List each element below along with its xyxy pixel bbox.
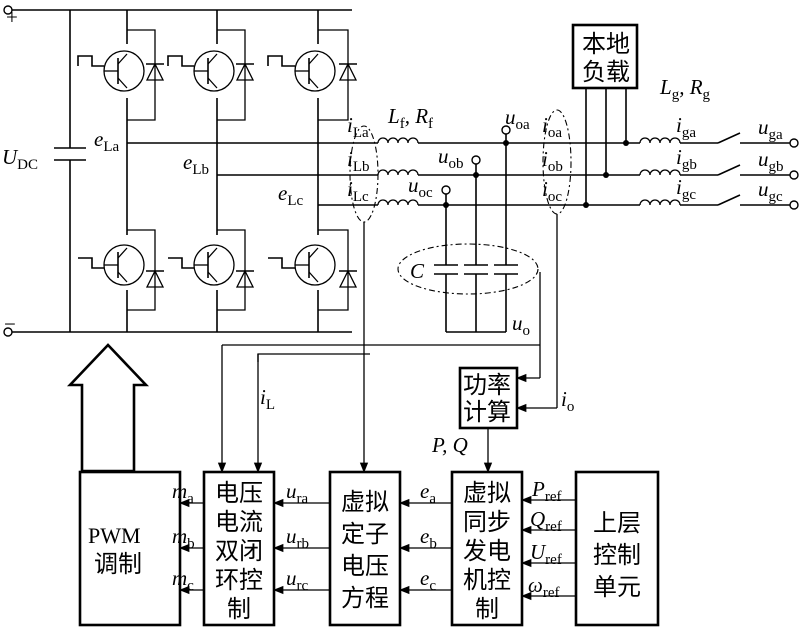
udc-label: UDC xyxy=(2,145,38,173)
u-ref-label: Uref xyxy=(530,540,562,568)
stator-line2: 定子 xyxy=(341,520,389,548)
ig-c-label: igc xyxy=(676,175,696,203)
emf-b-label: eLb xyxy=(183,150,209,178)
uo-a-label: uoa xyxy=(505,105,530,133)
local-load-connections xyxy=(571,23,639,208)
pwm-box xyxy=(78,470,182,627)
ug-a-label: uga xyxy=(758,115,783,143)
q-ref-label: Qref xyxy=(530,507,562,535)
vsg-line4: 机控 xyxy=(463,566,511,594)
il-c-label: iLc xyxy=(347,177,369,205)
e-c-label: ec xyxy=(420,566,436,594)
m-a-label: ma xyxy=(172,479,194,507)
phase-lines xyxy=(127,125,799,210)
current-loop-line3: 双闭 xyxy=(215,537,263,565)
uo-label: uo xyxy=(512,311,530,339)
local-load-box xyxy=(571,23,639,90)
uo-c-label: uoc xyxy=(408,173,433,201)
vsg-line5: 制 xyxy=(475,595,499,623)
io-a-label: ioa xyxy=(542,113,562,141)
capacitor-label: C xyxy=(410,259,425,283)
ug-b-label: ugb xyxy=(758,147,784,175)
il-a-label: iLa xyxy=(347,113,369,141)
leg-c xyxy=(267,10,358,332)
signal-arrows xyxy=(178,495,576,601)
il-b-label: iLb xyxy=(347,147,370,175)
current-loop-line4: 环控 xyxy=(215,566,263,594)
feedback-paths xyxy=(217,214,558,474)
minus-sign: − xyxy=(4,312,16,336)
stator-line3: 电压 xyxy=(341,552,389,580)
local-load-line1: 本地 xyxy=(582,30,630,58)
upper-line3: 单元 xyxy=(593,573,641,601)
m-b-label: mb xyxy=(172,524,195,552)
stator-line4: 方程 xyxy=(341,584,389,612)
pwm-line2: 调制 xyxy=(94,550,142,578)
power-calc-box xyxy=(458,366,519,430)
emf-c-label: eLc xyxy=(278,181,303,209)
vsg-line2: 同步 xyxy=(463,508,511,536)
uo-b-label: uob xyxy=(438,144,464,172)
current-loop-line2: 电流 xyxy=(215,508,263,536)
local-load-line2: 负载 xyxy=(582,58,630,86)
vsg-line1: 虚拟 xyxy=(463,479,511,507)
dc-bus xyxy=(3,5,352,337)
ig-a-label: iga xyxy=(676,113,696,141)
upper-line1: 上层 xyxy=(593,509,641,537)
e-b-label: eb xyxy=(420,524,437,552)
upper-line2: 控制 xyxy=(593,541,641,569)
emf-a-label: eLa xyxy=(94,127,119,155)
current-loop-line5: 制 xyxy=(227,595,251,623)
io-b-label: iob xyxy=(542,147,563,175)
io-label: io xyxy=(561,387,574,415)
e-a-label: ea xyxy=(420,479,436,507)
grid-impedance-label: Lg, Rg xyxy=(659,75,711,103)
upper-box xyxy=(574,470,660,627)
power-calc-line1: 功率 xyxy=(463,371,511,399)
il-label: iL xyxy=(260,385,275,413)
power-calc-line2: 计算 xyxy=(463,398,511,426)
ur-a-label: ura xyxy=(286,479,308,507)
ug-c-label: ugc xyxy=(758,177,783,205)
pq-label: P, Q xyxy=(431,433,468,457)
capacitor-bank xyxy=(397,143,539,333)
leg-a xyxy=(77,10,165,332)
m-c-label: mc xyxy=(172,566,194,594)
ur-b-label: urb xyxy=(286,524,309,552)
vsg-box xyxy=(450,470,524,627)
p-ref-label: Pref xyxy=(531,477,561,505)
current-loop-box xyxy=(202,470,276,627)
vsg-line3: 发电 xyxy=(463,537,511,565)
leg-b xyxy=(167,10,255,332)
plus-sign: + xyxy=(6,5,18,29)
inverter-bridge xyxy=(77,10,358,332)
ur-c-label: urc xyxy=(286,566,308,594)
filter-impedance-label: Lf, Rf xyxy=(387,104,433,132)
io-c-label: ioc xyxy=(542,177,562,205)
pwm-line1: PWM xyxy=(88,523,141,548)
omega-ref-label: ωref xyxy=(528,573,559,601)
pwm-output-arrow xyxy=(66,343,150,473)
current-loop-line1: 电压 xyxy=(215,479,263,507)
stator-line1: 虚拟 xyxy=(341,488,389,516)
ig-b-label: igb xyxy=(676,145,697,173)
